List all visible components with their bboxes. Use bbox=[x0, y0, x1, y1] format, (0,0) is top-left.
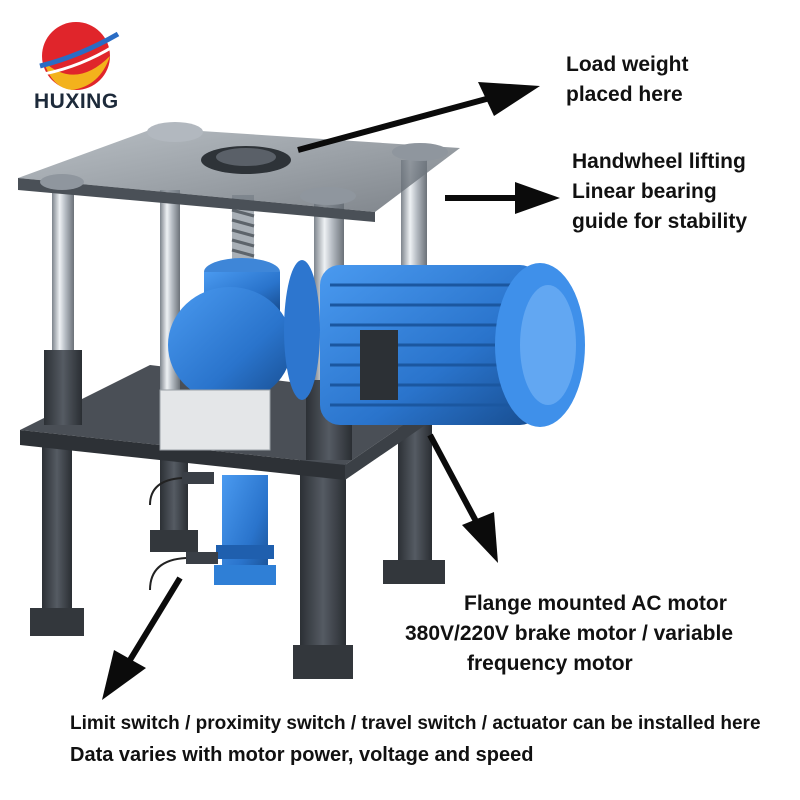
callout-motor-line2: 380V/220V brake motor / variable bbox=[405, 622, 734, 645]
brand-name: HUXING bbox=[34, 90, 119, 113]
worm-gear-reducer bbox=[159, 258, 320, 451]
callout-motor-line1: Flange mounted AC motor bbox=[464, 592, 727, 615]
frame-legs bbox=[30, 420, 445, 679]
callout-guide-line2: Linear bearing bbox=[572, 180, 717, 203]
footer-switch-note: Limit switch / proximity switch / travel… bbox=[70, 713, 761, 734]
ac-motor bbox=[320, 263, 585, 427]
callout-linear-bearing: Handwheel lifting Linear bearing guide f… bbox=[572, 147, 747, 237]
sphere-swoosh-logo-icon bbox=[39, 22, 120, 90]
callout-motor-line3: frequency motor bbox=[467, 652, 633, 675]
callout-guide-line1: Handwheel lifting bbox=[572, 150, 746, 173]
callout-guide-line3: guide for stability bbox=[572, 210, 748, 233]
callout-load-weight: Load weight placed here bbox=[566, 50, 689, 110]
top-load-plate bbox=[18, 122, 460, 222]
footer-data-note: Data varies with motor power, voltage an… bbox=[70, 744, 534, 766]
callout-arrows bbox=[102, 82, 560, 700]
callout-ac-motor: Flange mounted AC motor 380V/220V brake … bbox=[405, 589, 785, 679]
screw-protection-tube bbox=[214, 475, 276, 585]
callout-load-line1: Load weight bbox=[566, 53, 689, 76]
callout-load-line2: placed here bbox=[566, 83, 683, 106]
limit-switches bbox=[149, 472, 218, 591]
